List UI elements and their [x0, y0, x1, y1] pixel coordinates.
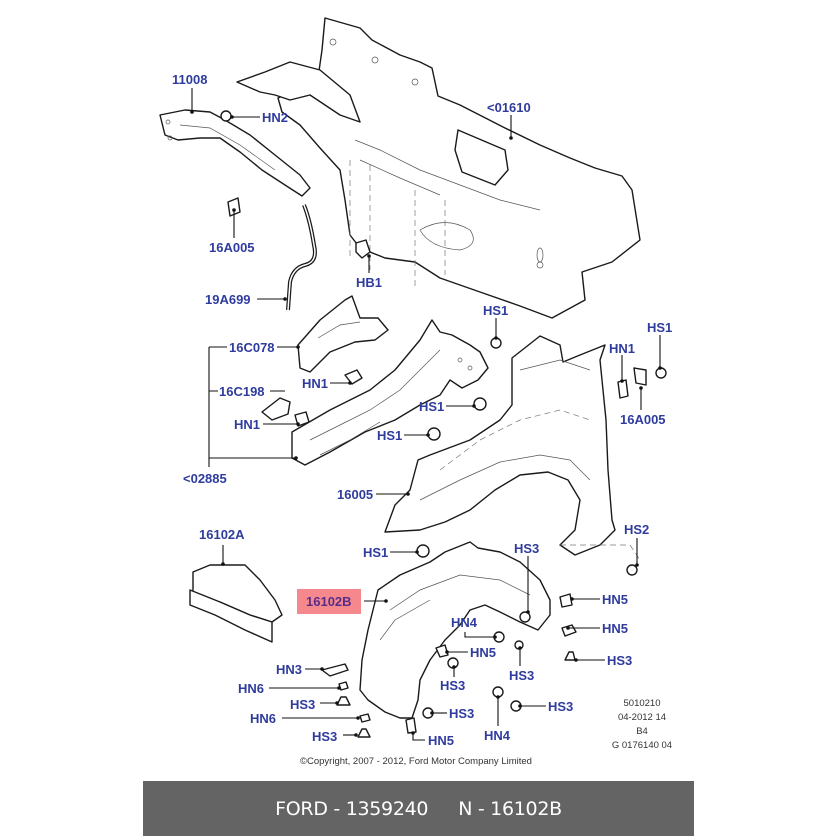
callout-hs3-left-center[interactable]: HS3	[440, 678, 466, 693]
callout-16c198[interactable]: 16C198	[219, 384, 265, 399]
callout-hs1-top[interactable]: HS1	[483, 303, 509, 318]
bolt-hs3-b-part[interactable]	[564, 651, 576, 661]
callout-hs3-left-b[interactable]: HS3	[312, 729, 338, 744]
callout-hn3[interactable]: HN3	[276, 662, 303, 677]
callout-hs3-bottom-right[interactable]: HS3	[548, 699, 574, 714]
bolt-hs3-a-part[interactable]	[519, 611, 531, 623]
reference-code: 5010210	[623, 698, 661, 709]
reference-code-block: 5010210 04-2012 14 B4 G 0176140 04	[607, 697, 677, 753]
tube-19a699-part[interactable]	[286, 204, 317, 311]
callout-hn1-left[interactable]: HN1	[234, 417, 261, 432]
callout-hn5-middle[interactable]: HN5	[470, 645, 497, 660]
callout-hs2[interactable]: HS2	[624, 522, 650, 537]
oem-part-number: N - 16102B	[458, 797, 562, 820]
reference-code: B4	[636, 726, 648, 737]
callout-hs3-left-a[interactable]: HS3	[290, 697, 316, 712]
cowl-side-bracket-part[interactable]	[236, 61, 361, 123]
clip-hn1-a-part[interactable]	[344, 369, 363, 385]
clip-hn6-b-part[interactable]	[359, 713, 371, 723]
apron-02885-part[interactable]	[291, 319, 489, 466]
callout-16005[interactable]: 16005	[337, 487, 374, 502]
clip-hn5-a-part[interactable]	[559, 593, 573, 608]
callout-hn5-right-a[interactable]: HN5	[602, 592, 629, 607]
small-fasteners	[321, 593, 577, 738]
callout-hs3-liner[interactable]: HS3	[514, 541, 540, 556]
callout-hb1[interactable]: HB1	[356, 275, 383, 290]
callout-02885[interactable]: <02885	[183, 471, 227, 486]
leader-lines	[190, 88, 662, 741]
bolt-hs1-c-part[interactable]	[427, 427, 441, 441]
callout-hn1-middle[interactable]: HN1	[302, 376, 329, 391]
bracket-16c078-part[interactable]	[297, 295, 389, 373]
callout-16102b-highlighted[interactable]: 16102B	[297, 589, 361, 614]
fender-16005-part[interactable]	[384, 335, 616, 556]
callout-hn1-right[interactable]: HN1	[609, 341, 636, 356]
callout-hs1-liner[interactable]: HS1	[363, 545, 389, 560]
callout-hs1-fender-b[interactable]: HS1	[377, 428, 403, 443]
bracket-16c198-part[interactable]	[261, 397, 291, 421]
callout-01610[interactable]: <01610	[487, 100, 531, 115]
clip-hn1-c-part[interactable]	[617, 379, 629, 399]
callout-16a005-lower[interactable]: 16A005	[620, 412, 666, 427]
callout-hs3-right[interactable]: HS3	[607, 653, 633, 668]
callout-11008[interactable]: 11008	[172, 72, 208, 87]
clip-hn5-c-part[interactable]	[435, 644, 449, 658]
callout-hs3-bottom-mid[interactable]: HS3	[449, 706, 475, 721]
callout-16102a[interactable]: 16102A	[199, 527, 245, 542]
bolt-hs2-part[interactable]	[626, 564, 638, 576]
callout-hn5-bottom[interactable]: HN5	[428, 733, 455, 748]
dash-panel-part[interactable]	[277, 17, 641, 319]
clip-16a005-lower-part[interactable]	[633, 367, 647, 386]
clip-hn5-d-part[interactable]	[405, 717, 417, 734]
callout-hn2[interactable]: HN2	[262, 110, 289, 125]
callout-hs1-right[interactable]: HS1	[647, 320, 673, 335]
callout-hn6-upper[interactable]: HN6	[238, 681, 265, 696]
bracket-11008-part[interactable]	[159, 109, 311, 197]
callout-hs1-fender-a[interactable]: HS1	[419, 399, 445, 414]
callout-19a699[interactable]: 19A699	[205, 292, 251, 307]
bolt-hs1-e-part[interactable]	[416, 544, 430, 558]
callout-hs3-center[interactable]: HS3	[509, 668, 535, 683]
clip-hn3-part[interactable]	[321, 663, 349, 677]
bolt-hs3-f-part[interactable]	[357, 728, 371, 738]
brand-part-number: FORD - 1359240	[275, 797, 429, 820]
wheel-arch-liner-16102b-part[interactable]	[359, 541, 551, 719]
part-number-bar: FORD - 1359240 N - 16102B	[143, 781, 694, 836]
bolt-hs1-d-part[interactable]	[655, 367, 667, 379]
bolt-hb1-part[interactable]	[355, 239, 371, 259]
callout-hn5-right-b[interactable]: HN5	[602, 621, 629, 636]
bolt-hs3-e-part[interactable]	[336, 696, 351, 706]
nut-hn2-part[interactable]	[220, 110, 232, 122]
copyright-text: ©Copyright, 2007 - 2012, Ford Motor Comp…	[300, 756, 532, 767]
reference-code: 04-2012 14	[617, 712, 667, 723]
reference-code: G 0176140 04	[611, 740, 673, 751]
callout-16c078[interactable]: 16C078	[229, 340, 275, 355]
bolt-hs1-b-part[interactable]	[473, 397, 487, 411]
callout-hn4-upper[interactable]: HN4	[451, 615, 478, 630]
clip-16a005-upper-part[interactable]	[227, 197, 241, 217]
callout-hn4-lower[interactable]: HN4	[484, 728, 511, 743]
callout-hn6-lower[interactable]: HN6	[250, 711, 277, 726]
insulator-16102a-part[interactable]	[189, 564, 283, 643]
callout-16a005-upper[interactable]: 16A005	[209, 240, 255, 255]
